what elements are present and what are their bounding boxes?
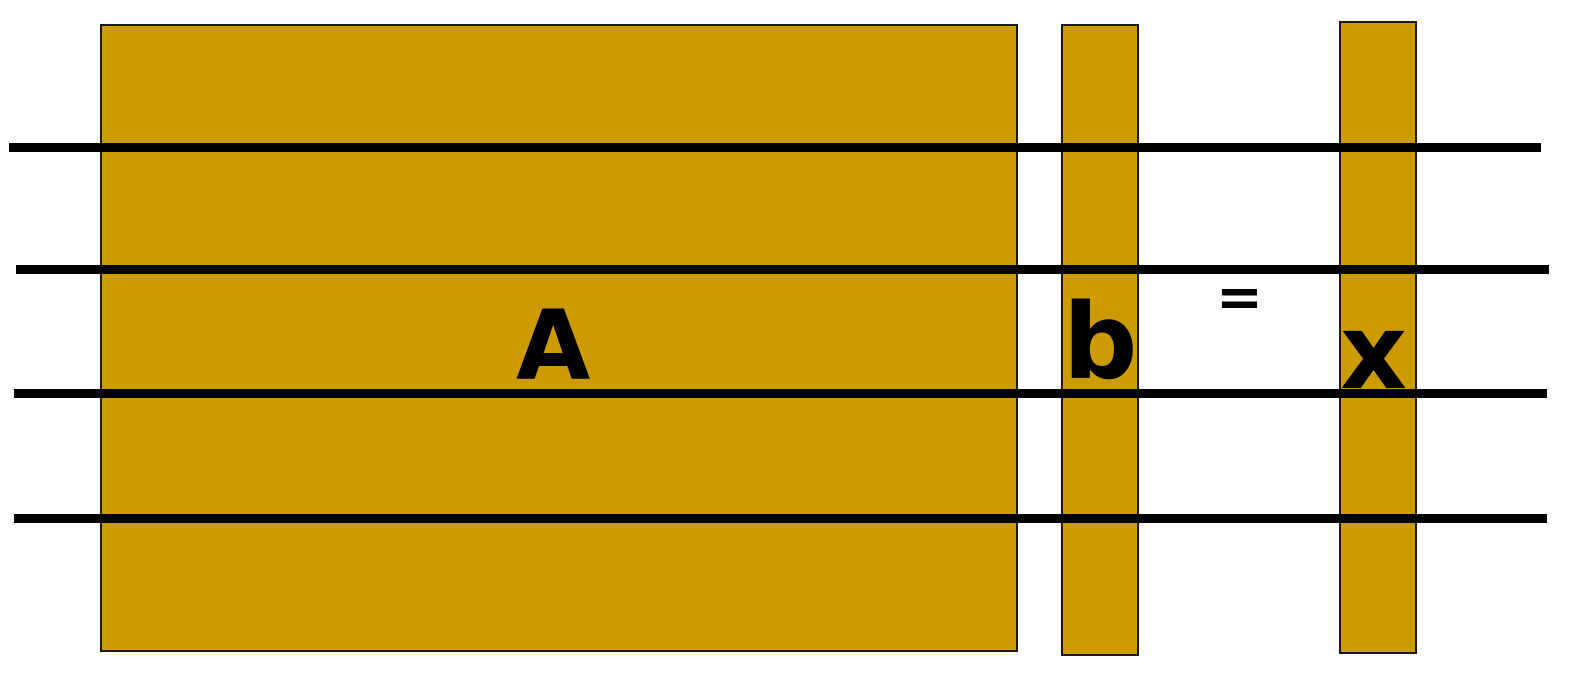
equals-sign: =	[1216, 265, 1263, 330]
matrix-a-label: A	[516, 290, 591, 402]
vector-x-block	[1339, 21, 1417, 654]
vector-b-block	[1061, 24, 1139, 656]
horizontal-line-4	[14, 514, 1547, 523]
vector-b-label: b	[1063, 281, 1138, 403]
vector-x-label: x	[1340, 291, 1408, 413]
matrix-a-block	[100, 24, 1018, 652]
horizontal-line-2	[16, 265, 1549, 274]
horizontal-line-3	[14, 389, 1547, 398]
horizontal-line-1	[9, 143, 1541, 152]
